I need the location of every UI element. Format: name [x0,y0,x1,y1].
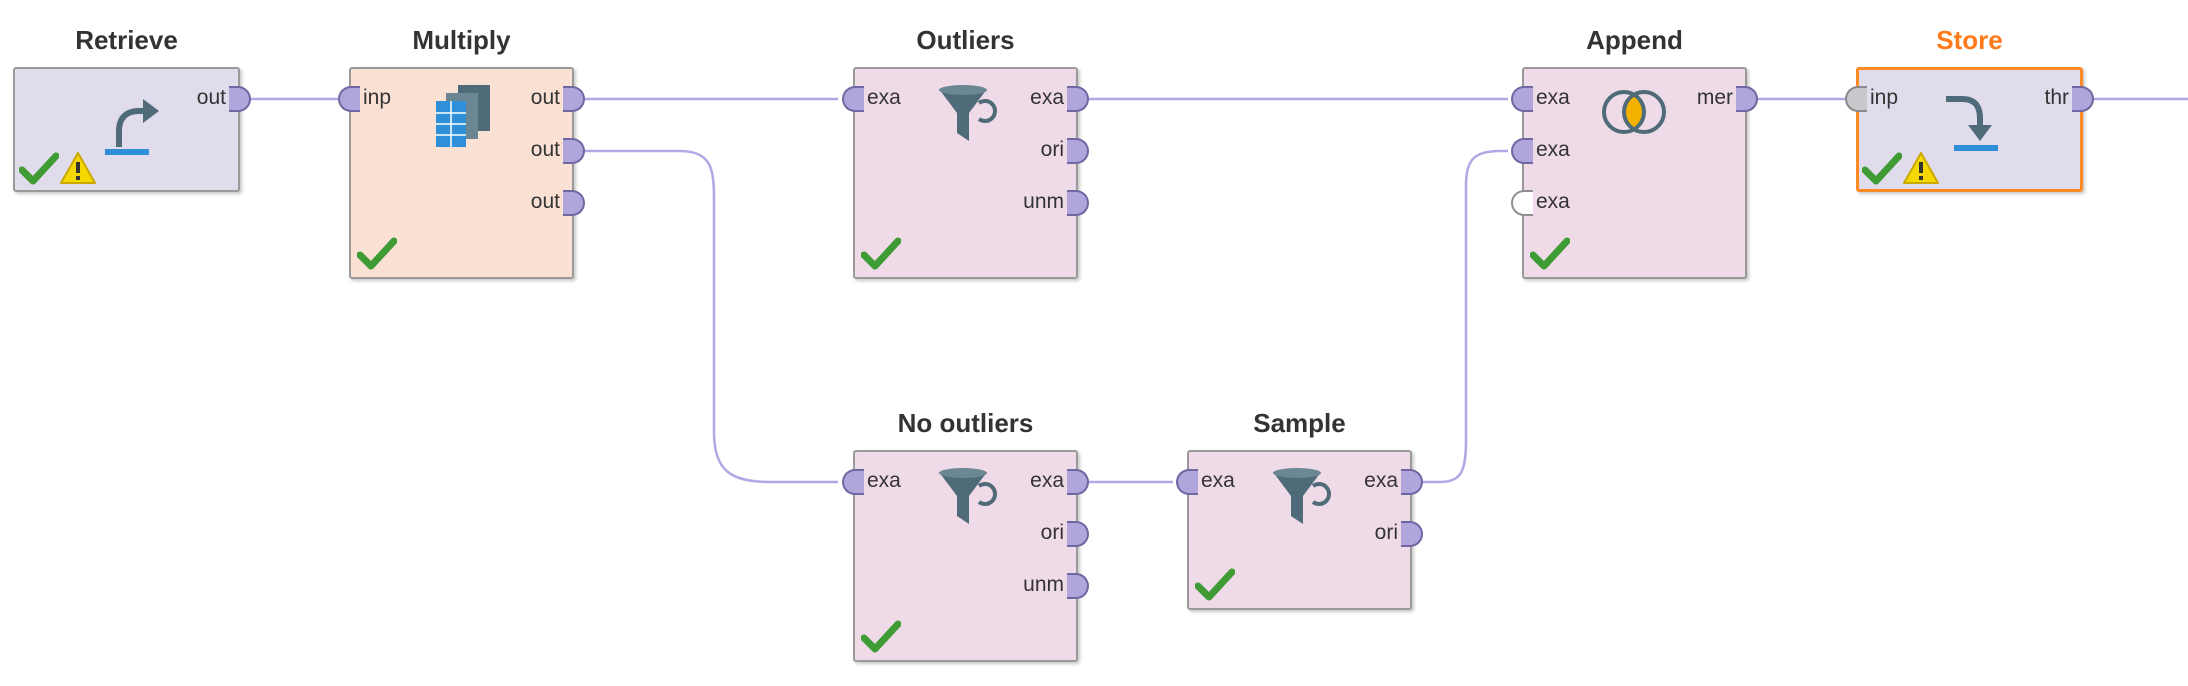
output-port-out-1[interactable] [563,86,585,112]
check-icon [357,237,397,270]
port-label: out [196,86,226,109]
operator-no-outliers[interactable]: No outliers exa exa ori unm [842,408,1089,662]
filter-icon [939,468,997,524]
operator-outliers[interactable]: Outliers exa exa ori unm [842,25,1089,279]
port-label: exa [867,86,901,109]
check-icon [19,152,59,185]
port-label: exa [1536,138,1570,161]
output-port-out[interactable] [229,86,251,112]
port-label: mer [1696,86,1733,109]
input-port-exa-1[interactable] [1511,86,1533,112]
port-label: exa [1536,86,1570,109]
input-port-inp[interactable] [1845,86,1867,112]
output-port-unm[interactable] [1067,573,1089,599]
multiply-icon [436,85,490,147]
output-port-out-2[interactable] [563,138,585,164]
warning-icon [1903,152,1939,184]
output-port-exa[interactable] [1401,469,1423,495]
filter-icon [939,85,997,141]
port-label: exa [1030,86,1064,109]
operator-multiply[interactable]: Multiply inp out out out [338,25,585,279]
operator-title: Outliers [916,25,1015,55]
append-icon [1602,90,1666,134]
port-label: out [530,138,560,161]
output-port-ori[interactable] [1401,521,1423,547]
port-label: exa [1030,469,1064,492]
operator-title: Retrieve [75,25,178,55]
port-label: exa [867,469,901,492]
wire-multiply-to-no-outliers [584,149,838,484]
operator-title: Append [1586,25,1683,55]
port-label: exa [1201,469,1235,492]
port-label: inp [363,86,392,109]
filter-icon [1273,468,1331,524]
operator-title: No outliers [897,408,1034,438]
port-label: unm [1023,190,1064,213]
operator-body[interactable] [13,67,240,192]
check-icon [1862,152,1902,185]
port-label: unm [1023,573,1064,596]
check-icon [1195,568,1235,601]
port-label: ori [1040,138,1064,161]
operator-sample[interactable]: Sample exa exa ori [1176,408,1423,610]
port-label: out [530,190,560,213]
retrieve-icon [105,99,159,155]
operator-title: Store [1936,25,2003,55]
output-port-mer[interactable] [1736,86,1758,112]
port-label: thr [2044,86,2069,109]
store-icon [1946,96,1998,151]
port-label: ori [1040,521,1064,544]
port-label: exa [1364,469,1398,492]
output-port-exa[interactable] [1067,469,1089,495]
warning-icon [60,152,96,184]
output-port-ori[interactable] [1067,138,1089,164]
output-port-thr[interactable] [2072,86,2094,112]
output-port-ori[interactable] [1067,521,1089,547]
port-label: ori [1374,521,1398,544]
input-port-exa-3[interactable] [1511,190,1533,216]
operator-retrieve[interactable]: Retrieve out [13,25,251,192]
check-icon [861,620,901,653]
input-port-exa[interactable] [842,86,864,112]
output-port-exa[interactable] [1067,86,1089,112]
operator-body[interactable] [1856,67,2083,192]
input-port-inp[interactable] [338,86,360,112]
port-label: out [530,86,560,109]
operator-append[interactable]: Append exa exa exa mer [1511,25,1758,279]
output-port-out-3[interactable] [563,190,585,216]
check-icon [1530,237,1570,270]
port-label: inp [1870,86,1899,109]
output-port-unm[interactable] [1067,190,1089,216]
input-port-exa[interactable] [1176,469,1198,495]
port-label: exa [1536,190,1570,213]
input-port-exa-2[interactable] [1511,138,1533,164]
operator-title: Multiply [412,25,511,55]
operator-store[interactable]: Store inp thr [1845,25,2094,192]
operator-title: Sample [1253,408,1346,438]
check-icon [861,237,901,270]
input-port-exa[interactable] [842,469,864,495]
